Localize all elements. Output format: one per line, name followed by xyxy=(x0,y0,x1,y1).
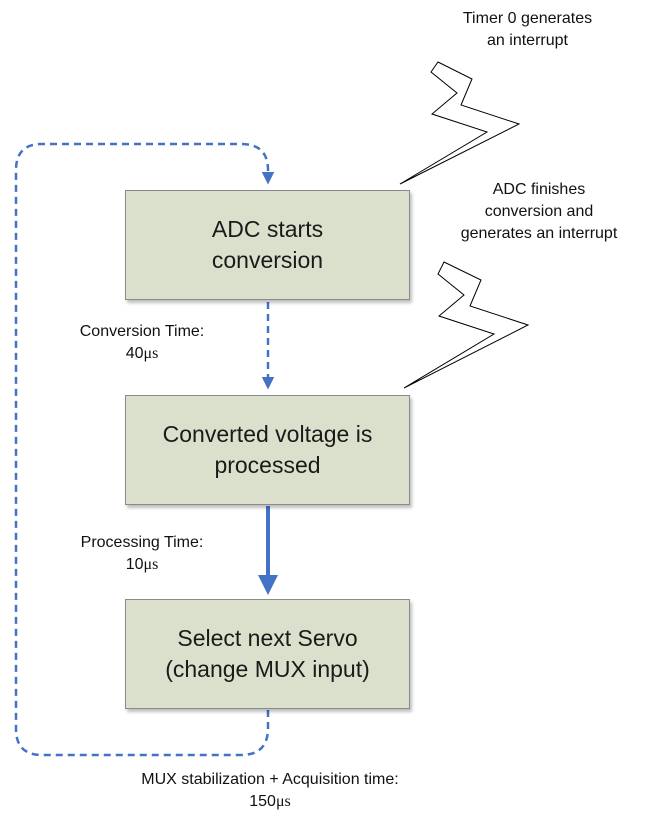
select-line-1: Select next Servo xyxy=(177,625,358,651)
process-line-1: Converted voltage is xyxy=(162,421,373,447)
adc-interrupt-line-2: conversion and xyxy=(484,203,594,220)
processing-time-unit: μs xyxy=(143,556,159,573)
adc-interrupt-line-3: generates an interrupt xyxy=(460,225,618,242)
timer-interrupt-label: Timer 0 generates an interrupt xyxy=(420,8,635,52)
conversion-time-text: Conversion Time xyxy=(79,323,200,340)
select-next-servo-box: Select next Servo (change MUX input) xyxy=(125,599,410,709)
mux-time-value: 150 xyxy=(249,793,276,810)
conversion-time-value: 40 xyxy=(125,345,144,362)
mux-acquisition-time-label: MUX stabilization + Acquisition time: 15… xyxy=(60,769,480,813)
adc-interrupt-label: ADC finishes conversion and generates an… xyxy=(420,179,658,245)
adc-start-line-1: ADC starts xyxy=(211,216,324,242)
processing-time-value: 10 xyxy=(125,556,144,573)
timer-label-line-1: Timer 0 generates xyxy=(462,10,593,27)
loop-back-arrow xyxy=(14,142,275,757)
conversion-time-separator: : xyxy=(199,323,205,340)
select-line-2: (change MUX input) xyxy=(165,656,370,682)
adc-starts-conversion-box: ADC starts conversion xyxy=(125,190,410,300)
conversion-time-unit: μs xyxy=(143,345,159,362)
timer-label-line-2: an interrupt xyxy=(487,32,568,49)
adc-interrupt-lightning-icon xyxy=(403,261,530,389)
processing-time-text: Processing Time: xyxy=(80,534,204,551)
voltage-processed-box: Converted voltage is processed xyxy=(125,395,410,505)
mux-time-text: MUX stabilization + Acquisition time: xyxy=(141,771,399,788)
mux-time-unit: μs xyxy=(275,793,291,810)
conversion-time-label: Conversion Time: 40μs xyxy=(52,321,232,365)
process-line-2: processed xyxy=(214,452,321,478)
adc-interrupt-line-1: ADC finishes xyxy=(492,181,586,198)
processing-time-label: Processing Time: 10μs xyxy=(52,532,232,576)
timer-interrupt-lightning-icon xyxy=(399,61,521,185)
adc-start-line-2: conversion xyxy=(211,247,324,273)
